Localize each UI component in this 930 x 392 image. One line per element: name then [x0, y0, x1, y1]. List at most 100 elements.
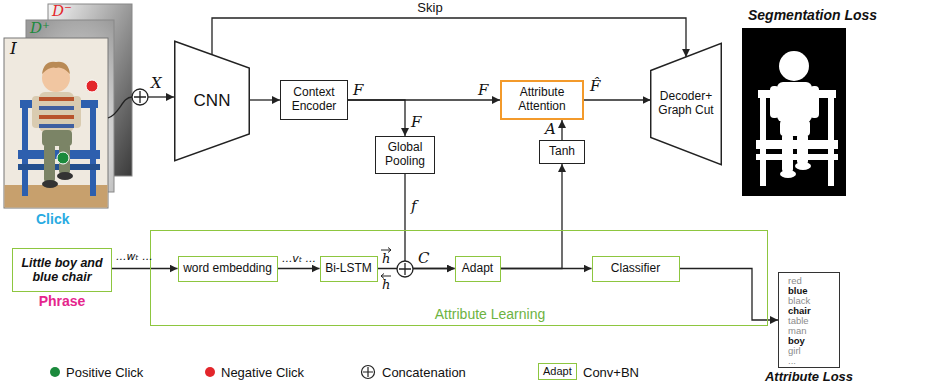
node-label: Global Pooling — [380, 141, 430, 169]
node-content: Adapt — [460, 262, 496, 276]
input-photo — [39, 97, 74, 101]
trapezoid-shape — [175, 41, 249, 161]
concat-symbol — [363, 367, 373, 377]
segmentation-mask — [797, 134, 808, 164]
legend-swatch — [205, 367, 215, 377]
node-content: Classifier — [597, 262, 675, 276]
edge-label: F — [411, 114, 421, 131]
process-box: Adapt — [455, 256, 501, 282]
input-photo — [90, 100, 96, 196]
node-content: CNN — [180, 91, 244, 111]
attribute-word: blue — [788, 286, 836, 296]
segmentation-mask — [777, 82, 812, 122]
node-caption: Phrase — [0, 293, 151, 309]
node-content: Little boy and blue chair — [17, 256, 107, 285]
segmentation-mask — [782, 134, 793, 172]
node-content: Decoder+ Graph Cut — [656, 90, 716, 118]
trapezoid-shape — [651, 43, 722, 165]
edge-label: f — [411, 198, 417, 215]
attention-box: Attribute Attention — [500, 80, 584, 120]
pooling-box: Global Pooling — [375, 136, 435, 174]
legend-label: Concatenation — [382, 365, 466, 380]
concat-symbol — [397, 261, 413, 277]
input-photo — [22, 100, 28, 196]
connector-arrow — [212, 18, 686, 57]
input-photo — [4, 38, 108, 208]
connector-arrow — [112, 268, 178, 269]
node-content: Attribute Learning — [391, 306, 589, 322]
cnn-encoder: CNN — [174, 40, 250, 162]
decoder-box: Decoder+ Graph Cut — [650, 42, 722, 166]
connector-arrow — [348, 100, 405, 136]
process-box: Context Encoder — [280, 80, 348, 120]
figure-label: h — [382, 252, 390, 267]
segmentation-mask — [756, 51, 838, 186]
activation-box: Tanh — [539, 140, 585, 164]
edge-label: A — [545, 121, 556, 138]
edge-label: F̂ — [590, 78, 600, 95]
node-content: Context Encoder — [285, 86, 343, 114]
direction-arrow — [381, 248, 391, 279]
node-content: Attribute Attention — [506, 86, 578, 114]
connector-arrow — [249, 99, 280, 100]
edge-label: ...vₜ ... — [282, 253, 316, 266]
segmentation-mask — [760, 90, 766, 186]
legend-entry: Concatenation — [360, 363, 466, 381]
connector-arrow — [584, 99, 651, 100]
connector-arrow — [501, 164, 563, 269]
attribute-word: black — [788, 296, 836, 306]
figure-label: D⁻ — [52, 3, 72, 20]
input-photo — [39, 115, 74, 119]
edge-label: F — [478, 82, 488, 99]
node-content: word embedding — [183, 262, 273, 276]
node-label: word embedding — [183, 262, 273, 276]
segmentation-mask — [780, 120, 810, 136]
figure-label: Segmentation Loss — [748, 7, 877, 23]
concat-symbol — [399, 263, 411, 275]
input-photo — [57, 152, 69, 164]
group-heading: Attribute Learning — [391, 306, 589, 322]
concat-symbol — [362, 366, 375, 379]
figure-label: h — [382, 278, 390, 293]
attribute-word: boy — [788, 336, 836, 346]
legend-sample-box: Adapt — [538, 363, 577, 380]
node-label: Little boy and blue chair — [17, 256, 107, 285]
node-label: Context Encoder — [285, 86, 343, 114]
input-photo — [44, 144, 55, 182]
input-photo — [42, 130, 72, 146]
legend-label: Negative Click — [221, 365, 304, 380]
attribute-list: redblueblackchairtablemanboygirl...Attri… — [778, 272, 840, 368]
legend-entry: Positive Click — [50, 363, 143, 381]
segmentation-mask — [780, 170, 796, 178]
phrase-box: Little boy and blue chairPhrase — [12, 248, 112, 292]
segmentation-mask — [795, 162, 811, 170]
attribute-word: man — [788, 326, 836, 336]
node-label: CNN — [180, 91, 244, 111]
process-box: Classifier — [592, 256, 680, 282]
input-photo — [39, 106, 74, 110]
input-photo — [39, 124, 74, 128]
figure-label: I — [10, 39, 17, 59]
input-wire — [132, 89, 148, 105]
input-wire — [108, 97, 132, 118]
node-content: redblueblackchairtablemanboygirl... — [788, 276, 836, 366]
figure-label: F — [353, 82, 363, 99]
node-content: Tanh — [544, 145, 580, 159]
edge-label: ...wₜ ... — [116, 251, 153, 264]
input-wire — [148, 96, 174, 97]
node-label: Adapt — [460, 262, 496, 276]
attribute-word: ... — [788, 356, 836, 366]
connector-arrow — [378, 268, 455, 269]
attribute-word: table — [788, 316, 836, 326]
node-content: Global Pooling — [380, 141, 430, 169]
process-box: word embedding — [178, 256, 278, 282]
edge-label: Skip — [414, 1, 445, 16]
input-wire — [134, 91, 146, 103]
legend-entry: Negative Click — [205, 363, 304, 381]
node-label: Decoder+ Graph Cut — [656, 90, 716, 118]
segmentation-mask — [779, 51, 809, 81]
input-photo — [42, 180, 58, 188]
input-photo — [57, 172, 73, 180]
concat-symbol — [360, 364, 376, 380]
